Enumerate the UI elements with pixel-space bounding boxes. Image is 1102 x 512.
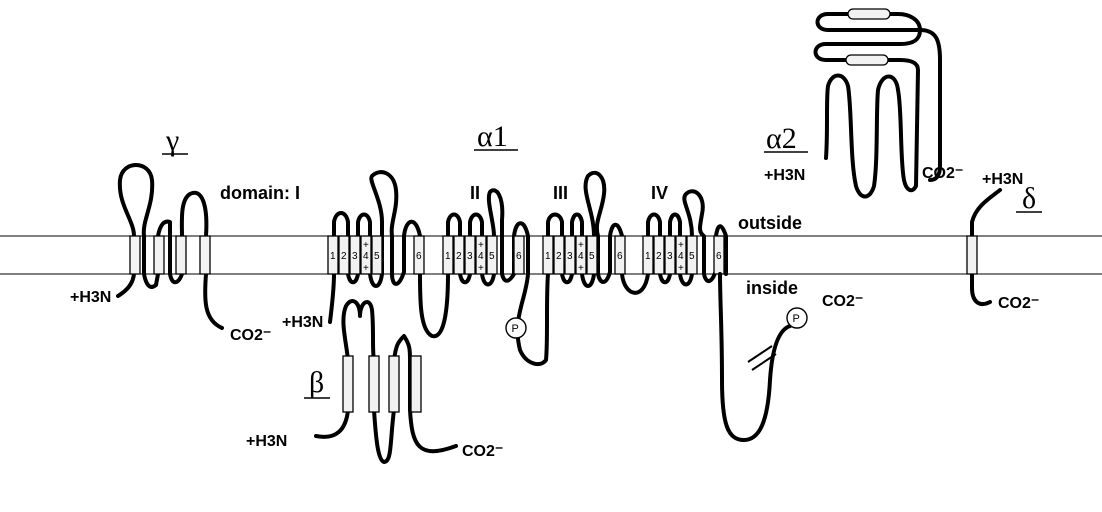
alpha1-c-terminus: CO2⁻	[822, 293, 863, 310]
domain-I-s3-label: 3	[352, 251, 358, 262]
beta-helix-3	[389, 356, 399, 412]
domain-IV-s6-label: 6	[716, 251, 722, 262]
gamma-tm3	[176, 236, 186, 274]
domain-III-segments: 1 2 3 4 + + 5 6	[543, 236, 625, 274]
domain-I-s4-plus-bottom: +	[363, 263, 369, 274]
domain-III-s2-label: 2	[556, 251, 562, 262]
beta-helix-4	[411, 356, 421, 412]
beta-c-terminus: CO2⁻	[462, 443, 503, 460]
delta-subunit: δ +H3N CO2⁻	[967, 171, 1042, 312]
domain-IV-label: IV	[651, 183, 668, 203]
domain-III-s6-label: 6	[617, 251, 623, 262]
gamma-tm2	[154, 236, 164, 274]
domain-III-s4-label: 4	[578, 251, 584, 262]
domain-II-s6-label: 6	[516, 251, 522, 262]
domain-III-label: III	[553, 183, 568, 203]
domain-IV-s5-label: 5	[689, 251, 695, 262]
alpha1-label: α1	[477, 120, 508, 153]
beta-helix-2	[369, 356, 379, 412]
gamma-c-terminus: CO2⁻	[230, 327, 271, 344]
domain-IV-s4-plus-bottom: +	[678, 263, 684, 274]
beta-chain	[316, 301, 456, 462]
beta-label: β	[309, 366, 324, 399]
domain-IV-s3-label: 3	[667, 251, 673, 262]
domain-I-s4-label: 4	[363, 251, 369, 262]
domain-II-s4-label: 4	[478, 251, 484, 262]
domain-II-label: II	[470, 183, 480, 203]
domain-II-s2-label: 2	[456, 251, 462, 262]
gamma-tm1	[130, 236, 140, 274]
beta-helix-1	[343, 356, 353, 412]
domain-I-s6-label: 6	[416, 251, 422, 262]
domain-III-s4-plus-top: +	[578, 240, 584, 251]
inside-label: inside	[746, 278, 798, 298]
phosphorylation-site-II-III-label: P	[512, 323, 519, 335]
gamma-n-terminus: +H3N	[70, 289, 111, 306]
domain-I-segments: 1 2 3 4 + + 5 6	[328, 236, 424, 274]
alpha2-label: α2	[766, 122, 797, 155]
domain-I-s1-label: 1	[330, 251, 336, 262]
beta-n-terminus: +H3N	[246, 433, 287, 450]
phosphorylation-site-c-terminus-label: P	[793, 313, 800, 325]
outside-label: outside	[738, 213, 802, 233]
domain-IV-s2-label: 2	[656, 251, 662, 262]
domain-III-s1-label: 1	[545, 251, 551, 262]
delta-label: δ	[1022, 182, 1036, 215]
delta-n-terminus: +H3N	[982, 171, 1023, 188]
domain-II-s4-plus-bottom: +	[478, 263, 484, 274]
alpha2-helix-lower	[846, 55, 888, 65]
alpha2-subunit: α2 +H3N CO2⁻	[764, 9, 963, 197]
domain-IV-s1-label: 1	[645, 251, 651, 262]
domain-I-label: domain: I	[220, 183, 300, 203]
domain-I-s5-label: 5	[374, 251, 380, 262]
alpha2-helix-top	[848, 9, 890, 19]
domain-II-s3-label: 3	[467, 251, 473, 262]
gamma-subunit: γ +H3N CO2⁻	[70, 124, 271, 344]
domain-II-segments: 1 2 3 4 + + 5 6	[443, 236, 524, 274]
domain-I-s2-label: 2	[341, 251, 347, 262]
domain-II-s4-plus-top: +	[478, 240, 484, 251]
alpha2-c-terminus: CO2⁻	[922, 165, 963, 182]
domain-III-s5-label: 5	[589, 251, 595, 262]
delta-tm	[967, 236, 977, 274]
delta-c-terminus: CO2⁻	[998, 295, 1039, 312]
domain-IV-s4-plus-top: +	[678, 240, 684, 251]
domain-III-s3-label: 3	[567, 251, 573, 262]
domain-II-s5-label: 5	[489, 251, 495, 262]
alpha1-n-terminus: +H3N	[282, 314, 323, 331]
domain-I-s4-plus-top: +	[363, 240, 369, 251]
domain-IV-segments: 1 2 3 4 + + 5 6	[643, 236, 724, 274]
domain-II-s1-label: 1	[445, 251, 451, 262]
domain-III-s4-plus-bottom: +	[578, 263, 584, 274]
gamma-label: γ	[165, 124, 179, 157]
gamma-tm4	[200, 236, 210, 274]
domain-IV-s4-label: 4	[678, 251, 684, 262]
alpha2-n-terminus: +H3N	[764, 167, 805, 184]
